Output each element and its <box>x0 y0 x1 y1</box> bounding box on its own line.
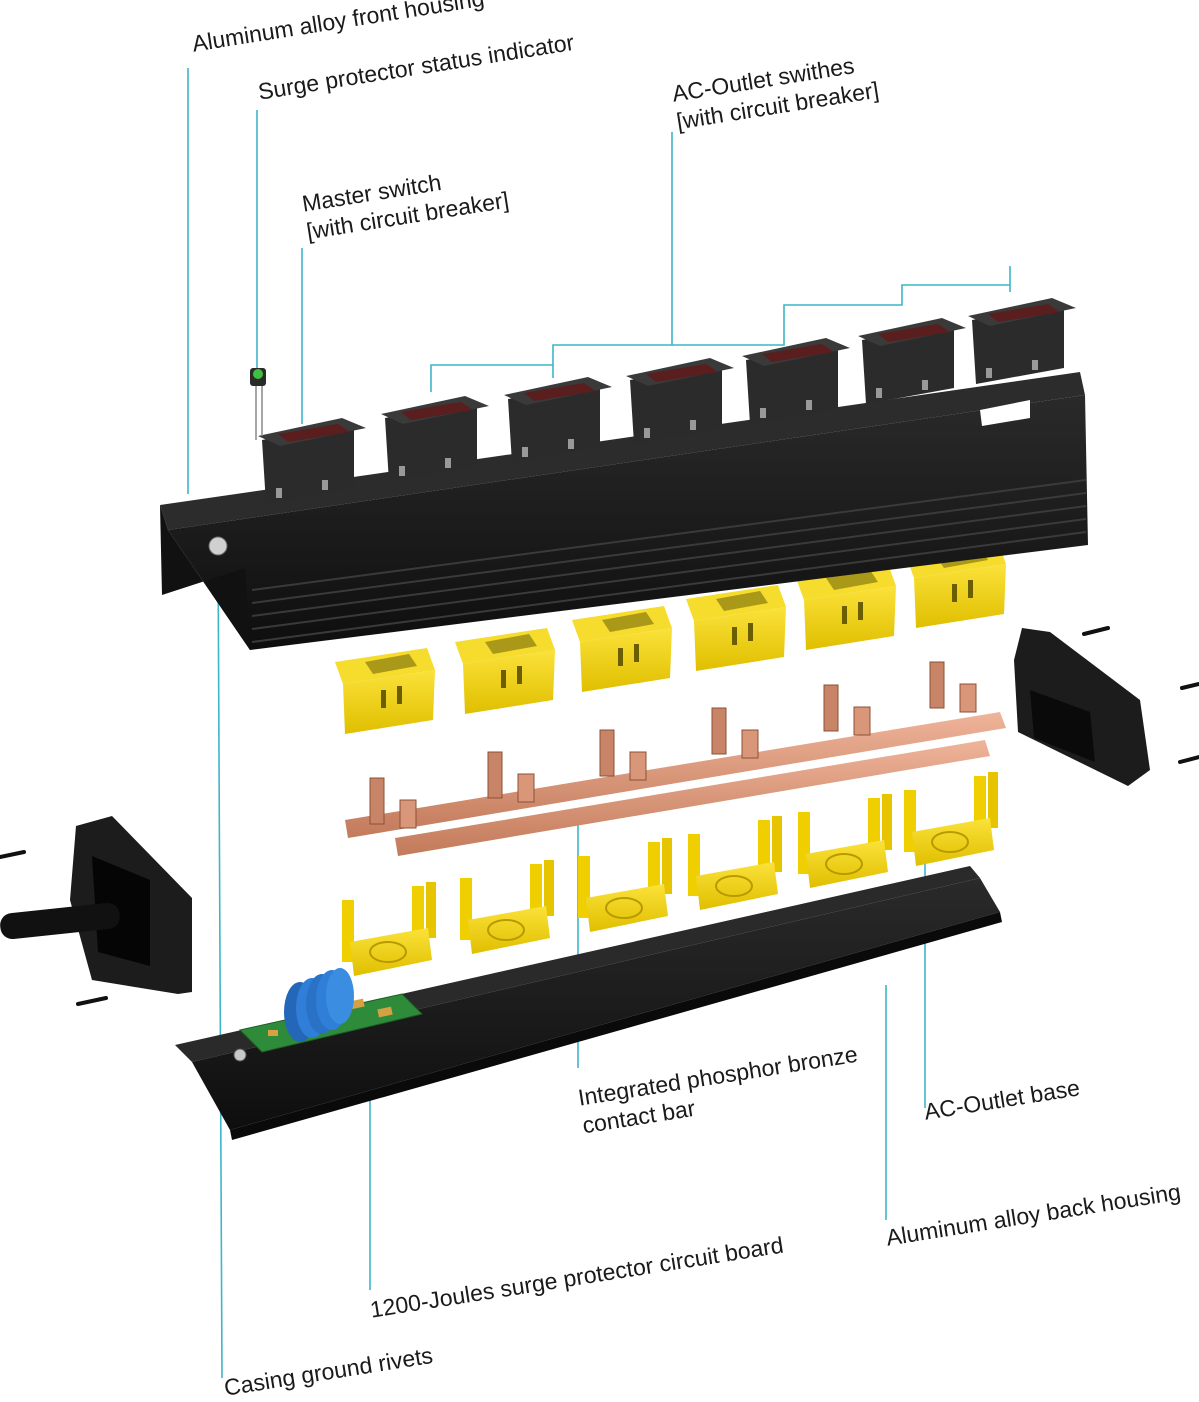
contact-clip <box>929 661 977 713</box>
contact-clips <box>369 661 977 829</box>
leader-ground-rivets <box>217 545 223 1379</box>
ac-outlet <box>572 606 672 692</box>
surge-circuit-board <box>239 968 423 1053</box>
rocker-switch <box>381 396 489 482</box>
rocker-switch <box>968 298 1076 384</box>
outlet-base <box>798 794 892 888</box>
right-end-cap <box>1014 626 1199 786</box>
ground-rivet-bottom <box>233 1048 247 1062</box>
contact-clip <box>599 729 647 781</box>
ac-outlet <box>335 648 435 734</box>
rocker-switch <box>258 418 366 504</box>
outlet-base <box>460 860 554 954</box>
rocker-switch <box>504 377 612 463</box>
status-led <box>250 368 266 440</box>
front-housing <box>160 372 1088 650</box>
rocker-switch <box>626 358 734 444</box>
rocker-switches <box>258 298 1076 504</box>
contact-clip <box>369 777 417 829</box>
outlet-bases <box>342 772 998 976</box>
ground-rivet-top <box>208 536 228 556</box>
outlet-base <box>688 816 782 910</box>
contact-clip <box>487 751 535 803</box>
contact-bar <box>345 661 1006 856</box>
outlet-base <box>578 838 672 932</box>
left-cap-screws <box>0 850 108 1006</box>
ac-outlet <box>686 585 786 671</box>
rocker-switch <box>858 318 966 404</box>
ac-outlet <box>455 628 555 714</box>
ac-outlet <box>796 564 896 650</box>
mov-varistor-stack <box>284 968 354 1042</box>
leader-outlet-switches <box>430 132 1011 392</box>
leader-lines <box>187 68 1011 1379</box>
right-cap-screws <box>1082 626 1199 764</box>
left-end-cap <box>0 816 192 1006</box>
power-cord <box>0 902 120 940</box>
contact-clip <box>711 707 759 759</box>
outlet-base <box>342 882 436 976</box>
contact-clip <box>823 684 871 736</box>
rocker-switch <box>742 338 850 424</box>
outlet-base <box>904 772 998 866</box>
housing-fins <box>251 479 1087 643</box>
